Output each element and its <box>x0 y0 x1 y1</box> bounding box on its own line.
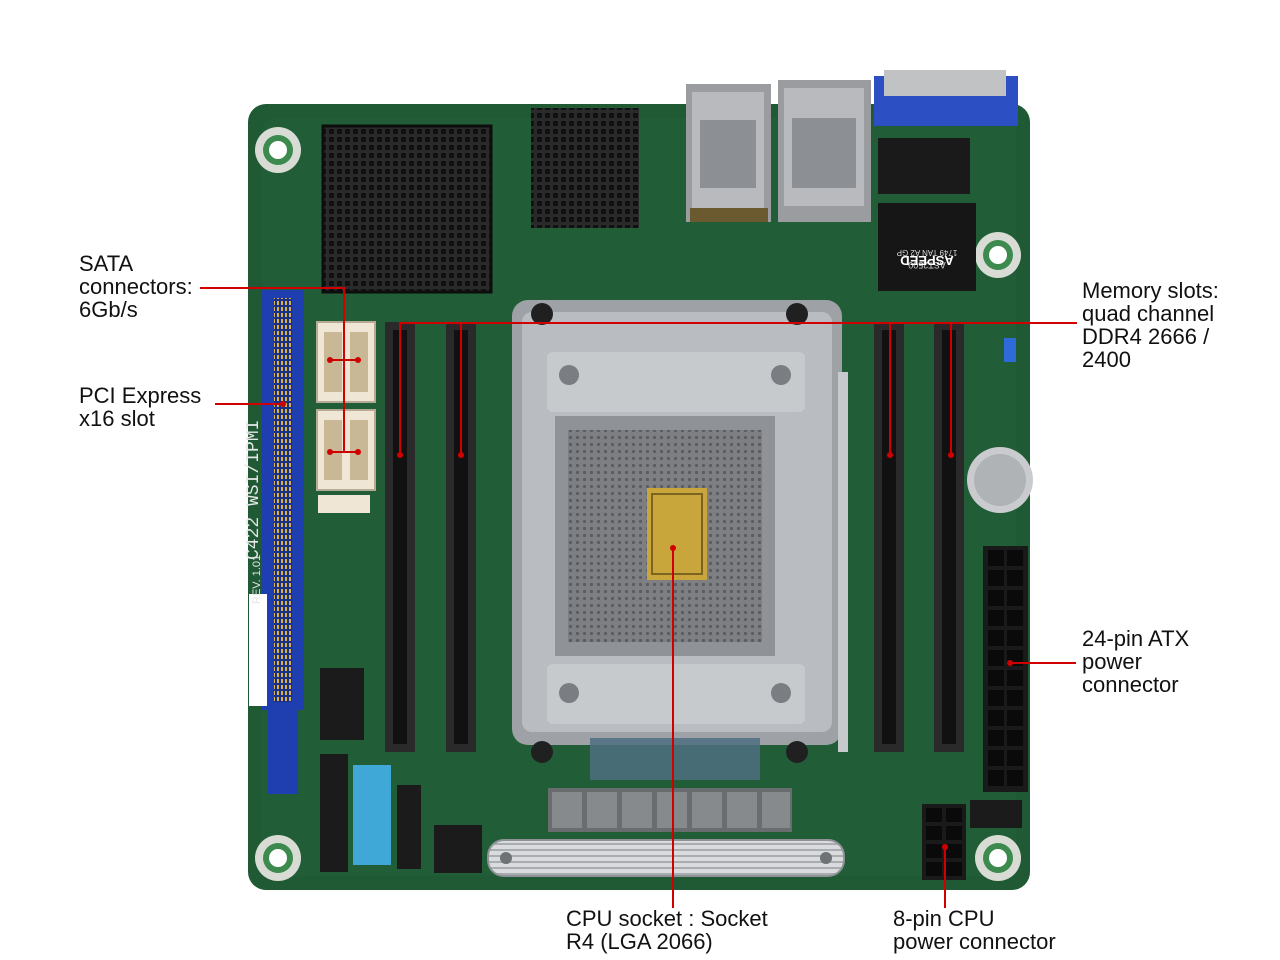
svg-text:AST2500: AST2500 <box>908 260 946 270</box>
lan-port-2 <box>778 80 871 222</box>
rear-io <box>686 70 1018 222</box>
svg-text:1749 TAN A2 GP: 1749 TAN A2 GP <box>897 248 958 257</box>
atx-pin <box>988 730 1004 746</box>
callout-memory: Memory slots: quad channel DDR4 2666 / 2… <box>1082 278 1219 372</box>
cpu-socket <box>512 300 848 763</box>
atx-pin <box>1007 610 1023 626</box>
bmc-chip: AST2500 1749 TAN A2 GP ASPEED <box>878 203 976 291</box>
callout-leader-lines <box>200 287 1077 908</box>
atx-pin <box>988 590 1004 606</box>
cmos-battery <box>967 447 1033 513</box>
callout-sata: SATA connectors: 6Gb/s <box>79 251 193 322</box>
atx-pin <box>988 630 1004 646</box>
atx-pin <box>988 550 1004 566</box>
sata-connectors <box>316 321 376 513</box>
small-ic <box>878 138 970 194</box>
mounting-holes <box>255 127 1021 881</box>
fan-header <box>970 800 1022 828</box>
atx-pin <box>988 670 1004 686</box>
board-rev-silkscreen: REV. 1.01 <box>251 555 263 604</box>
atx-pin <box>1007 670 1023 686</box>
atx-pin <box>1007 570 1023 586</box>
bottom-headers <box>320 668 482 873</box>
vrm-heatsink <box>487 839 845 877</box>
atx-pin <box>1007 710 1023 726</box>
leader-memory-left <box>399 322 1077 455</box>
callout-cpu-power: 8-pin CPU power connector <box>893 906 1056 954</box>
svg-text:ASPEED: ASPEED <box>900 253 953 268</box>
atx-pin <box>988 770 1004 786</box>
lan-heatsink <box>531 108 639 228</box>
board-model-silkscreen: C422 WSI/IPMI <box>244 420 264 560</box>
callout-leader-dots <box>280 357 1013 850</box>
chipset-heatsink <box>321 124 493 294</box>
atx-pin <box>988 570 1004 586</box>
vga-port <box>874 70 1018 126</box>
atx-24pin-connector <box>983 546 1028 792</box>
callout-atx-power: 24-pin ATX power connector <box>1082 626 1190 697</box>
atx-pin <box>988 710 1004 726</box>
callout-cpu-socket: CPU socket : Socket R4 (LGA 2066) <box>566 906 768 954</box>
atx-pin <box>1007 770 1023 786</box>
vrm-chokes <box>548 738 792 832</box>
atx-pin <box>1007 690 1023 706</box>
leader-sata <box>200 287 345 453</box>
atx-pin <box>988 610 1004 626</box>
atx-pin <box>988 750 1004 766</box>
jumper-blue <box>1004 338 1016 362</box>
callout-pcie: PCI Express x16 slot <box>79 383 202 431</box>
atx-pin <box>1007 550 1023 566</box>
white-label <box>249 594 267 706</box>
atx-pin <box>988 650 1004 666</box>
atx-pin <box>1007 590 1023 606</box>
atx-pin <box>988 690 1004 706</box>
pcie-x16-slot <box>262 290 304 794</box>
lan-port-1 <box>686 84 771 222</box>
atx-pin <box>1007 630 1023 646</box>
atx-pin <box>1007 730 1023 746</box>
atx-pin <box>1007 750 1023 766</box>
